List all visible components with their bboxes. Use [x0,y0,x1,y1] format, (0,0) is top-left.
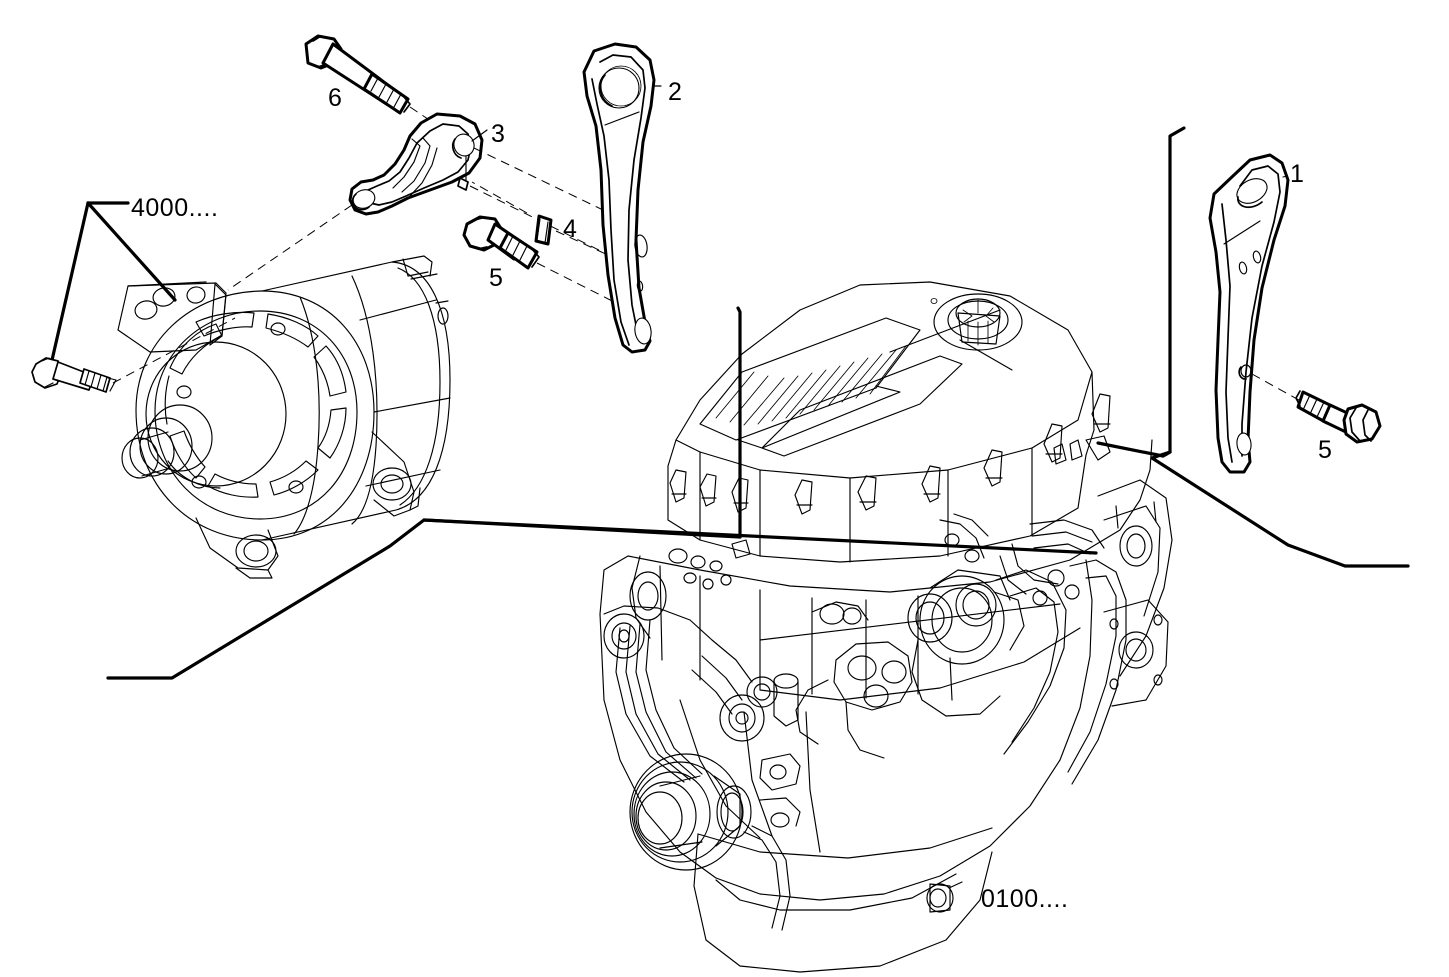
frame-alternator-group [106,518,742,680]
callout-5: 5 [489,264,503,292]
alternator-mounting-bolt [31,317,236,393]
engine-assembly [599,281,1173,973]
part-2-tension-arm-bracket [582,42,662,354]
callout-1: 1 [1290,160,1304,188]
callout-6: 6 [328,84,342,112]
leader-0100 [948,881,963,889]
part-6-hex-flange-bolt-long [304,34,469,147]
callout-5-right: 5 [1318,436,1332,464]
callout-2: 2 [668,78,682,106]
group-reference-0100: 0100.... [981,885,1069,913]
part-5-hex-flange-bolt-short-right [1295,390,1382,444]
leader-4000 [45,201,177,384]
frame-right-group [1096,126,1410,568]
alternator-assembly [31,255,451,579]
callout-4: 4 [563,215,577,243]
part-1-support-bracket-right [1208,153,1307,474]
part-5-hex-flange-bolt-short [462,215,635,313]
callout-3: 3 [491,120,505,148]
valve-cover-bolts [669,393,1111,515]
group-reference-4000: 4000.... [131,194,219,222]
part-4-dowel-pin [471,181,637,269]
